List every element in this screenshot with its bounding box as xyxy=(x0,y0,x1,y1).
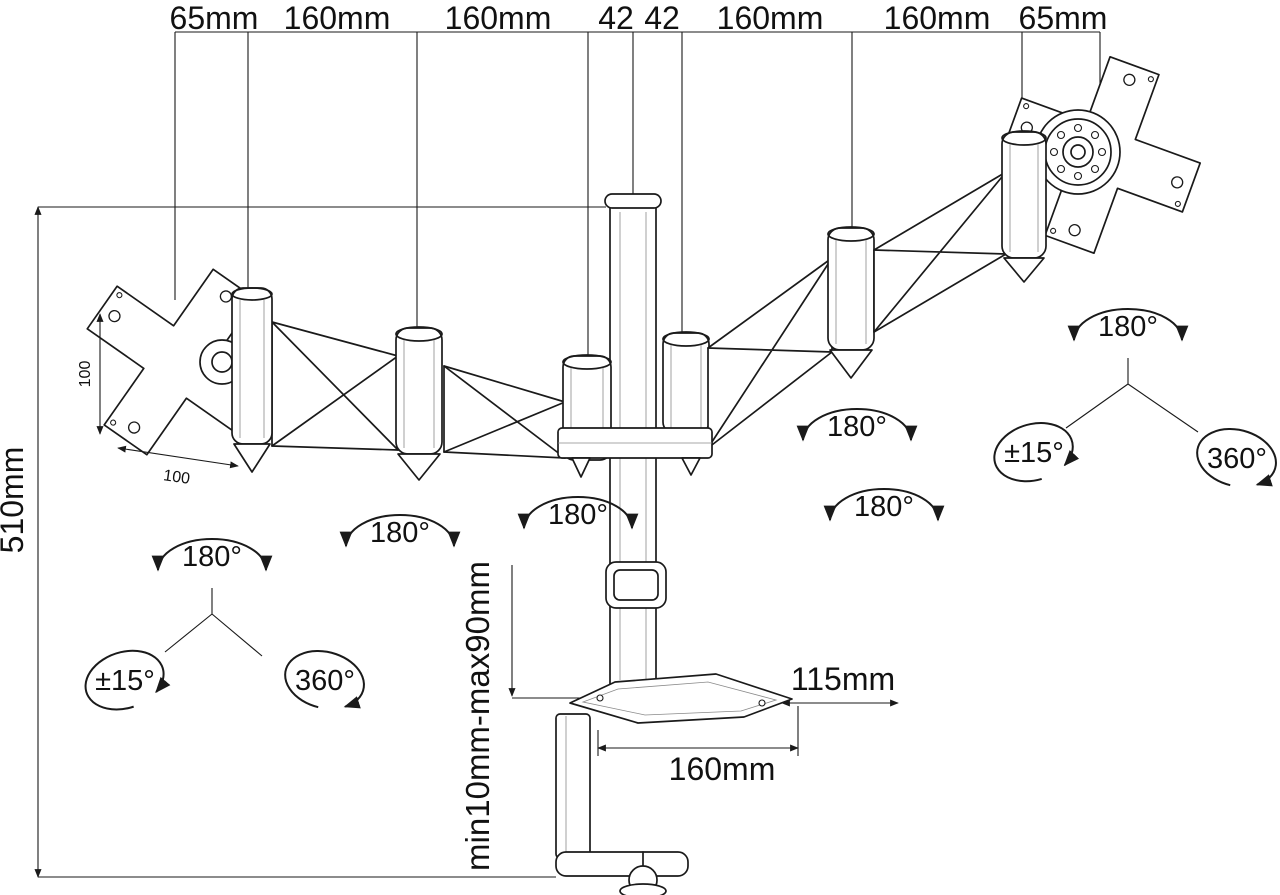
dim-label-base-depth: 115mm xyxy=(791,661,895,697)
top-dimension-labels: 65mm 160mm 160mm 42 42 160mm 160mm 65mm xyxy=(170,0,1108,36)
rotation-right-shoulder: 180° xyxy=(823,488,945,523)
dim-label-base-width: 160mm xyxy=(669,751,776,787)
rotation-left-tilt-label: ±15° xyxy=(95,665,155,697)
dim-label-top-2: 160mm xyxy=(445,0,552,36)
rotation-left-shoulder-label: 180° xyxy=(548,499,608,531)
rotation-right-rotate-label: 360° xyxy=(1207,443,1267,475)
dim-label-pole-height: 510mm xyxy=(0,447,30,554)
rotation-right-tilt-label: ±15° xyxy=(1004,437,1064,469)
left-arm-assembly xyxy=(231,287,566,481)
rotation-left-tilt: ±15° xyxy=(84,649,171,711)
rotation-right-elbow-label: 180° xyxy=(827,411,887,443)
left-rotation-connector xyxy=(164,588,263,657)
rotation-right-elbow: 180° xyxy=(796,408,918,443)
cable-clip xyxy=(605,561,667,609)
dim-label-vesa-height: 100 xyxy=(77,361,94,388)
rotation-right-shoulder-label: 180° xyxy=(854,491,914,523)
base-dimensions: 115mm 160mm xyxy=(597,661,899,787)
left-monitor-joint xyxy=(231,287,273,445)
dim-label-top-0: 65mm xyxy=(170,0,259,36)
clamp-range-dimension: min10mm-max90mm xyxy=(459,561,584,871)
right-monitor-joint xyxy=(1001,130,1047,283)
rotation-left-elbow: 180° xyxy=(339,514,461,549)
dim-label-top-7: 65mm xyxy=(1019,0,1108,36)
top-dimension-lines xyxy=(174,31,1101,358)
right-rotation-connector xyxy=(1065,358,1199,433)
rotation-left-shoulder: 180° xyxy=(517,496,639,531)
left-vesa-dimensions: 100 100 xyxy=(77,313,239,488)
arm-collar-clamp xyxy=(557,427,713,478)
clamp-foot xyxy=(555,851,689,877)
rotation-right-tilt: ±15° xyxy=(993,422,1080,483)
rotation-left-rotate: 360° xyxy=(284,650,365,709)
dim-label-top-3: 42 xyxy=(598,0,634,36)
rotation-right-pan-label: 180° xyxy=(1098,311,1158,343)
height-dimension: 510mm xyxy=(0,206,606,878)
right-shoulder-joint xyxy=(662,331,710,434)
dim-label-top-6: 160mm xyxy=(884,0,991,36)
right-arm-assembly xyxy=(707,171,1007,449)
dim-label-top-5: 160mm xyxy=(717,0,824,36)
rotation-right-rotate: 360° xyxy=(1196,428,1277,487)
rotation-left-pan-label: 180° xyxy=(182,541,242,573)
rotation-left-elbow-label: 180° xyxy=(370,517,430,549)
dim-label-clamp-range: min10mm-max90mm xyxy=(459,561,496,871)
right-elbow-joint xyxy=(827,227,875,351)
dim-label-vesa-width: 100 xyxy=(162,467,191,488)
right-vesa-plate xyxy=(1002,55,1202,255)
desk-clamp-base xyxy=(555,673,793,895)
rotation-left-rotate-label: 360° xyxy=(295,665,355,697)
dim-label-top-1: 160mm xyxy=(284,0,391,36)
rotation-right-pan: 180° xyxy=(1067,308,1189,343)
rotation-left-pan: 180° xyxy=(151,538,273,573)
clamp-bracket xyxy=(555,713,591,859)
left-elbow-joint xyxy=(395,327,443,455)
dim-label-top-4: 42 xyxy=(644,0,680,36)
